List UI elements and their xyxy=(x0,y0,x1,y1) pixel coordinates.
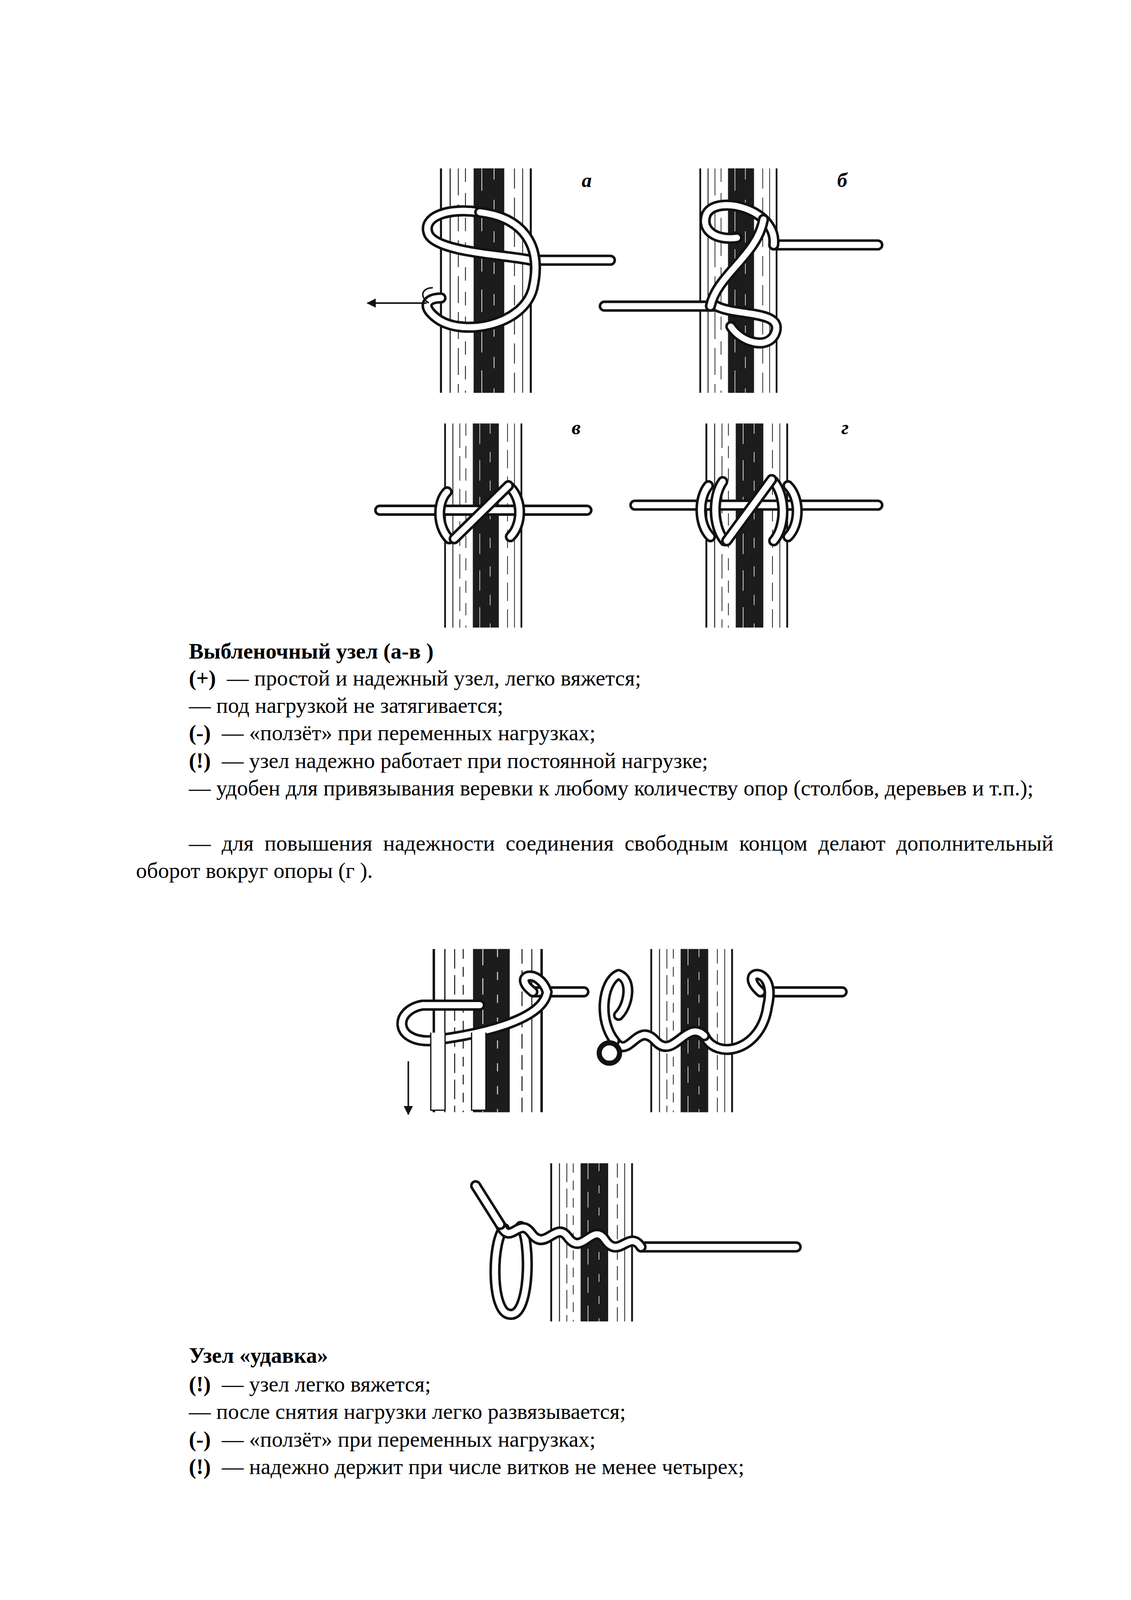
text-line: (!) — надежно держит при числе витков не … xyxy=(135,1453,1054,1481)
text-line: (!) — узел надежно работает при постоянно… xyxy=(135,747,1054,775)
body-text: — простой и надежный узел, легко вяжется… xyxy=(226,666,642,691)
body-text: — удобен для привязывания веревки к любо… xyxy=(188,776,1034,801)
figure-letter: б xyxy=(837,169,848,193)
bullet-mark: (-) xyxy=(188,1427,211,1452)
body-text: — «ползёт» при переменных нагрузках; xyxy=(221,720,596,746)
text-line: Узел «удавка» xyxy=(135,1342,1054,1370)
bullet-mark: (!) xyxy=(188,748,211,773)
bullet-mark: (+) xyxy=(188,666,216,691)
bullet-mark: (!) xyxy=(188,1372,211,1397)
bullet-mark: (-) xyxy=(188,720,211,746)
figure-letter: а xyxy=(581,169,592,193)
body-text: — под нагрузкой не затягивается; xyxy=(188,693,504,718)
body-text: — узел легко вяжется; xyxy=(221,1372,431,1397)
bullet-mark: (!) xyxy=(188,1454,211,1480)
text-line: — под нагрузкой не затягивается; xyxy=(135,692,1054,720)
figure-letter: в xyxy=(571,416,581,440)
body-text: — «ползёт» при переменных нагрузках; xyxy=(221,1427,596,1452)
section-heading: Выбленочный узел (а-в ) xyxy=(188,639,434,664)
text-line: (+) — простой и надежный узел, легко вяже… xyxy=(135,664,1054,693)
text-line: (-) — «ползёт» при переменных нагрузках; xyxy=(135,719,1054,747)
body-text: — для повышения надежности соединения св… xyxy=(135,831,1054,883)
text-line: Выбленочный узел (а-в ) xyxy=(135,637,1054,666)
text-line: — удобен для привязывания веревки к любо… xyxy=(135,774,1054,803)
section-heading: Узел «удавка» xyxy=(188,1343,329,1368)
text-line: (!) — узел легко вяжется; xyxy=(135,1370,1054,1399)
text-line: (-) — «ползёт» при переменных нагрузках; xyxy=(135,1426,1054,1454)
text-line: — для повышения надежности соединения св… xyxy=(135,829,1054,885)
body-text: — после снятия нагрузки легко развязывае… xyxy=(188,1399,626,1424)
figure-letter: г xyxy=(841,416,849,440)
body-text: — узел надежно работает при постоянной н… xyxy=(221,748,709,773)
body-text: — надежно держит при числе витков не мен… xyxy=(221,1454,745,1480)
text-line: — после снятия нагрузки легко развязывае… xyxy=(135,1398,1054,1426)
